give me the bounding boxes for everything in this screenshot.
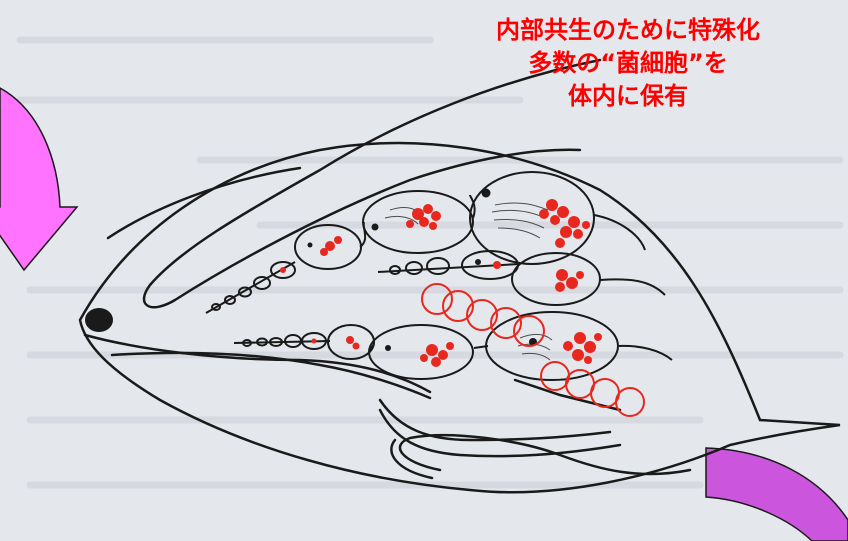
ovariole-middle (377, 250, 666, 306)
wing-outline (106, 58, 602, 309)
bacteriocyte-clusters (280, 199, 602, 367)
left-arrow (0, 87, 79, 272)
caption-line-1: 内部共生のために特殊化 (496, 16, 760, 44)
ovariole-upper (205, 171, 646, 314)
ovariole-lower (233, 311, 673, 381)
caption-line-3: 体内に保有 (568, 82, 688, 110)
caption-line-2: 多数の“菌細胞”を (528, 49, 728, 77)
caption: 内部共生のために特殊化 多数の“菌細胞”を 体内に保有 (408, 14, 848, 113)
right-arrow (705, 447, 848, 541)
leg-outlines (378, 378, 692, 480)
eye (85, 308, 113, 332)
bacteriocytes (421, 283, 645, 417)
